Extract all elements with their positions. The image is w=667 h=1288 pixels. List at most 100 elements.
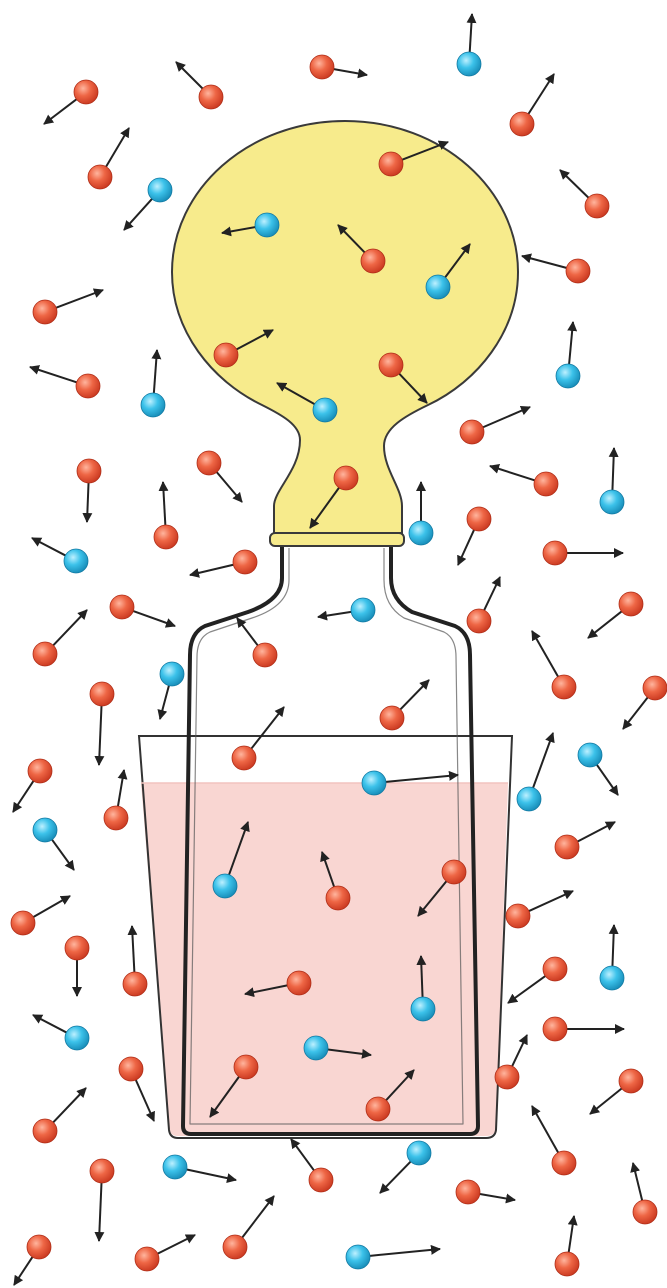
red-particle	[588, 592, 643, 638]
blue-molecule	[346, 1245, 370, 1269]
red-particle	[508, 957, 567, 1003]
velocity-arrow	[483, 407, 530, 427]
red-molecule	[467, 507, 491, 531]
blue-particle	[124, 178, 172, 230]
blue-molecule	[65, 1026, 89, 1050]
blue-particle	[380, 1141, 431, 1193]
red-molecule	[154, 525, 178, 549]
red-particle	[110, 595, 175, 626]
red-molecule	[552, 675, 576, 699]
blue-particle	[163, 1155, 236, 1180]
velocity-arrow	[533, 733, 553, 788]
red-molecule	[253, 643, 277, 667]
red-particle	[33, 610, 87, 666]
red-molecule	[379, 152, 403, 176]
red-molecule	[33, 1119, 57, 1143]
red-particle	[555, 822, 615, 859]
red-molecule	[214, 343, 238, 367]
red-particle	[190, 550, 257, 575]
red-molecule	[495, 1065, 519, 1089]
velocity-arrow	[33, 1015, 66, 1032]
red-molecule	[287, 971, 311, 995]
red-molecule	[442, 860, 466, 884]
red-particle	[532, 631, 576, 699]
velocity-arrow	[590, 1089, 622, 1114]
velocity-arrow	[569, 1216, 574, 1252]
velocity-arrow	[251, 707, 284, 749]
velocity-arrow	[30, 367, 77, 382]
red-particle	[543, 1017, 624, 1041]
velocity-arrow	[160, 686, 169, 719]
red-molecule	[510, 112, 534, 136]
velocity-arrow	[529, 891, 573, 911]
velocity-arrow	[106, 128, 129, 167]
blue-molecule	[351, 598, 375, 622]
red-molecule	[460, 420, 484, 444]
red-molecule	[233, 550, 257, 574]
red-molecule	[361, 249, 385, 273]
red-molecule	[90, 1159, 114, 1183]
velocity-arrow	[490, 466, 535, 480]
velocity-arrow	[633, 1163, 642, 1200]
velocity-arrow	[370, 1249, 440, 1256]
red-particle	[14, 1235, 51, 1285]
velocity-arrow	[52, 840, 74, 870]
velocity-arrow	[528, 74, 554, 114]
blue-particle	[141, 350, 165, 417]
red-particle	[510, 74, 554, 136]
red-molecule	[555, 1252, 579, 1276]
blue-molecule	[409, 521, 433, 545]
velocity-arrow	[532, 631, 558, 677]
red-particle	[555, 1216, 579, 1276]
red-molecule	[309, 1168, 333, 1192]
velocity-arrow	[334, 69, 367, 75]
red-particle	[88, 128, 129, 189]
red-molecule	[104, 806, 128, 830]
velocity-arrow	[470, 14, 472, 52]
velocity-arrow	[318, 612, 351, 617]
red-molecule	[633, 1200, 657, 1224]
blue-particle	[578, 743, 618, 795]
velocity-arrow	[597, 765, 618, 795]
red-molecule	[585, 194, 609, 218]
velocity-arrow	[380, 1162, 411, 1193]
red-particle	[223, 1196, 274, 1259]
velocity-arrow	[13, 781, 33, 812]
blue-particle	[160, 662, 184, 719]
red-particle	[11, 896, 70, 935]
velocity-arrow	[14, 1257, 32, 1285]
blue-molecule	[362, 771, 386, 795]
velocity-arrow	[32, 538, 65, 555]
red-particle	[237, 618, 277, 667]
velocity-arrow	[136, 1080, 154, 1121]
red-molecule	[76, 374, 100, 398]
velocity-arrow	[53, 610, 87, 645]
red-molecule	[28, 759, 52, 783]
red-molecule	[199, 85, 223, 109]
velocity-arrow	[458, 530, 474, 565]
red-molecule	[534, 472, 558, 496]
red-molecule	[543, 541, 567, 565]
red-molecule	[65, 936, 89, 960]
red-particle	[90, 682, 114, 765]
red-particle	[119, 1057, 154, 1121]
red-molecule	[643, 676, 667, 700]
blue-particle	[318, 598, 375, 622]
red-particle	[197, 451, 242, 502]
red-particle	[560, 170, 609, 218]
blue-molecule	[33, 818, 57, 842]
velocity-arrow	[176, 62, 203, 89]
blue-particle	[600, 448, 624, 514]
red-particle	[90, 1159, 114, 1241]
red-molecule	[77, 459, 101, 483]
red-molecule	[232, 746, 256, 770]
velocity-arrow	[588, 611, 622, 638]
velocity-arrow	[508, 976, 545, 1003]
red-particle	[456, 1180, 515, 1204]
blue-molecule	[160, 662, 184, 686]
velocity-arrow	[242, 1196, 274, 1237]
velocity-arrow	[560, 170, 588, 198]
red-particle	[13, 759, 52, 812]
red-molecule	[110, 595, 134, 619]
red-molecule	[88, 165, 112, 189]
